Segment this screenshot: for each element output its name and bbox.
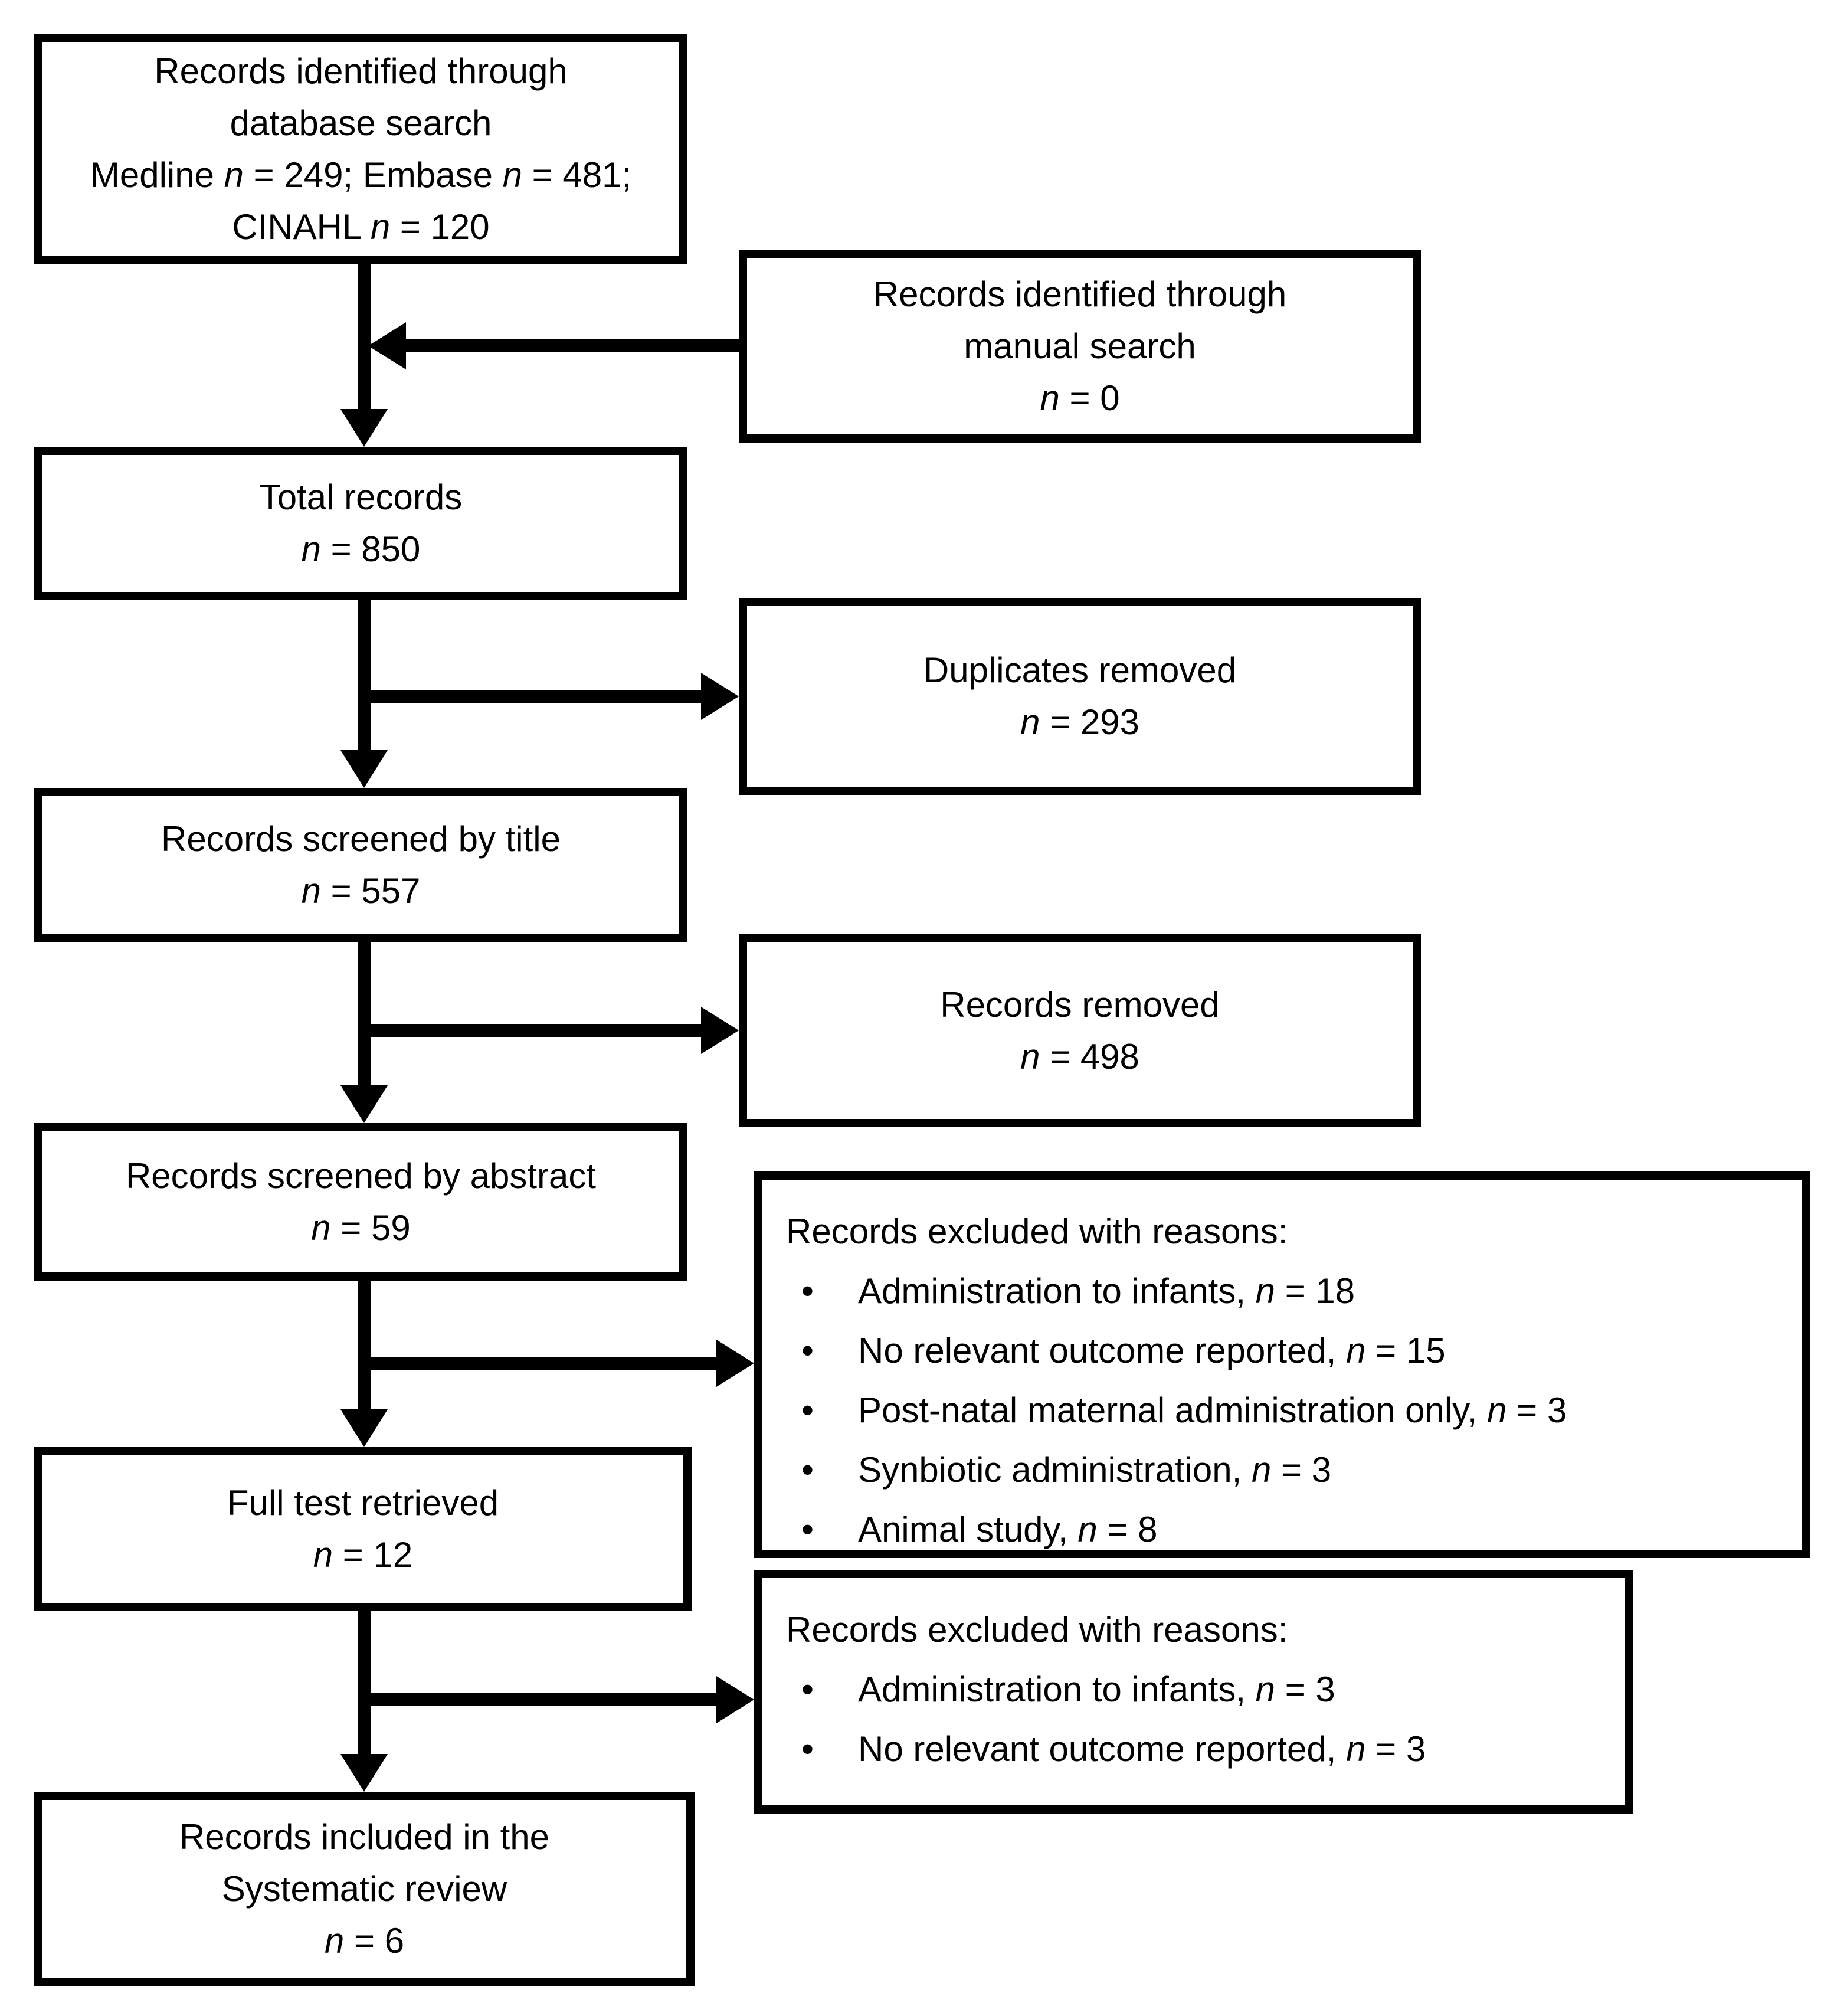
exclusion-reasons-header: Records excluded with reasons: — [786, 1212, 1288, 1251]
box-text-line: manual search — [964, 326, 1196, 366]
exclusion-reason-item: Synbiotic administration, n = 3 — [786, 1440, 1784, 1500]
box-text-line: Total records — [259, 477, 463, 517]
arrow-down-icon — [340, 1754, 388, 1792]
box-text-line: Full test retrieved — [227, 1483, 499, 1523]
box-records-identified-manual-search: Records identified through manual search n… — [739, 250, 1421, 443]
box-text-line: n = 0 — [1040, 378, 1120, 418]
box-text-line: n = 12 — [313, 1535, 413, 1575]
box-text-line: n = 293 — [1020, 702, 1139, 742]
arrow-down-icon — [340, 750, 388, 788]
flow-line-fulltext-to-included — [358, 1611, 371, 1758]
flow-line-abstract-to-fulltext — [358, 1281, 371, 1413]
box-text-line: Records screened by abstract — [125, 1156, 597, 1196]
arrow-down-icon — [340, 1409, 388, 1447]
arrow-right-icon — [701, 673, 739, 720]
exclusion-reason-item: Administration to infants, n = 18 — [786, 1261, 1784, 1321]
box-text-line: Records removed — [940, 984, 1220, 1025]
flow-line-total-to-title — [358, 600, 371, 752]
exclusion-reasons-list: Administration to infants, n = 3No relev… — [786, 1660, 1607, 1779]
box-records-excluded-fulltext-reasons: Records excluded with reasons: Administra… — [754, 1570, 1633, 1814]
box-text-line: Records included in the — [179, 1817, 550, 1857]
box-records-removed: Records removed n = 498 — [739, 934, 1421, 1127]
box-text-line: Records screened by title — [161, 819, 561, 859]
flow-line-title-to-abstract — [358, 942, 371, 1089]
box-records-screened-by-title: Records screened by title n = 557 — [34, 788, 687, 942]
box-text-line: n = 59 — [311, 1207, 411, 1248]
flow-line-excluded-fulltext — [371, 1693, 718, 1706]
arrow-down-icon — [340, 409, 388, 447]
box-text-line: Records identified through — [873, 274, 1287, 314]
exclusion-reason-item: Post-natal maternal administration only,… — [786, 1380, 1784, 1440]
arrow-down-icon — [340, 1085, 388, 1123]
box-records-excluded-abstract-reasons: Records excluded with reasons: Administra… — [754, 1171, 1810, 1559]
box-text-line: CINAHL n = 120 — [232, 207, 490, 247]
box-text-line: n = 498 — [1020, 1036, 1139, 1076]
box-text-line: database search — [230, 103, 492, 143]
box-full-text-retrieved: Full test retrieved n = 12 — [34, 1447, 692, 1611]
box-text-line: n = 850 — [301, 529, 421, 569]
arrow-left-icon — [368, 322, 406, 369]
flow-line-manual-search — [406, 339, 739, 352]
box-records-screened-by-abstract: Records screened by abstract n = 59 — [34, 1123, 687, 1281]
flow-line-db-to-total — [358, 264, 371, 413]
box-text-line: Records identified through — [154, 51, 568, 91]
exclusion-reason-item: No relevant outcome reported, n = 3 — [786, 1719, 1607, 1779]
box-text-line: Medline n = 249; Embase n = 481; — [90, 155, 632, 195]
box-text-line: Duplicates removed — [923, 650, 1237, 690]
box-text-line: n = 6 — [324, 1920, 405, 1961]
flow-line-duplicates — [371, 690, 702, 703]
exclusion-reason-item: No relevant outcome reported, n = 15 — [786, 1321, 1784, 1380]
exclusion-reasons-list: Administration to infants, n = 18No rele… — [786, 1261, 1784, 1559]
arrow-right-icon — [716, 1676, 754, 1723]
exclusion-reason-item: Animal study, n = 8 — [786, 1500, 1784, 1559]
box-text-line: n = 557 — [301, 871, 421, 911]
exclusion-reasons-header: Records excluded with reasons: — [786, 1610, 1288, 1650]
box-total-records: Total records n = 850 — [34, 447, 687, 600]
exclusion-reason-item: Administration to infants, n = 3 — [786, 1660, 1607, 1719]
arrow-right-icon — [701, 1007, 739, 1054]
box-text-line: Systematic review — [221, 1868, 507, 1909]
arrow-right-icon — [716, 1340, 754, 1387]
flow-line-records-removed — [371, 1024, 702, 1037]
box-records-identified-database-search: Records identified through database searc… — [34, 34, 687, 264]
box-duplicates-removed: Duplicates removed n = 293 — [739, 598, 1421, 795]
flow-line-excluded-abstract — [371, 1357, 718, 1370]
